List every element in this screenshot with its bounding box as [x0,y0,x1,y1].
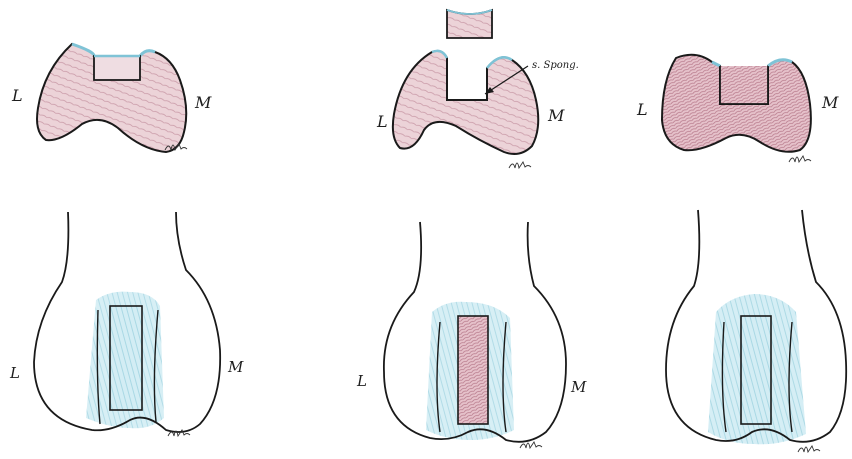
lateral-label: L [376,112,388,131]
panel-left-top-view: L M [11,44,212,152]
medial-label: M [821,93,839,112]
lateral-label: L [11,86,23,105]
artist-signature [509,162,531,168]
artist-signature [520,442,542,448]
panel-right-front-view [666,210,846,452]
medial-label: M [227,358,244,376]
medial-label: M [194,93,212,112]
panel-right-top-view: L M [636,55,839,162]
medial-label: M [570,378,587,396]
artist-signature [798,446,820,452]
graft-window [94,56,140,80]
medial-label: M [547,106,565,125]
artist-signature [789,156,811,162]
graft-slot [110,306,142,410]
annotation-label: s. Spong. [532,60,579,71]
graft-slot [458,316,488,424]
condyle-cross-section [393,51,538,154]
panel-left-front-view: L M [9,212,244,436]
panel-middle-front-view: L M [356,222,587,448]
removed-graft-block [447,10,492,38]
panel-middle-top-view: s. Spong. L M [376,10,579,168]
lateral-label: L [356,372,367,390]
lateral-label: L [636,100,648,119]
graft-slot [741,316,771,424]
lateral-label: L [9,364,20,382]
